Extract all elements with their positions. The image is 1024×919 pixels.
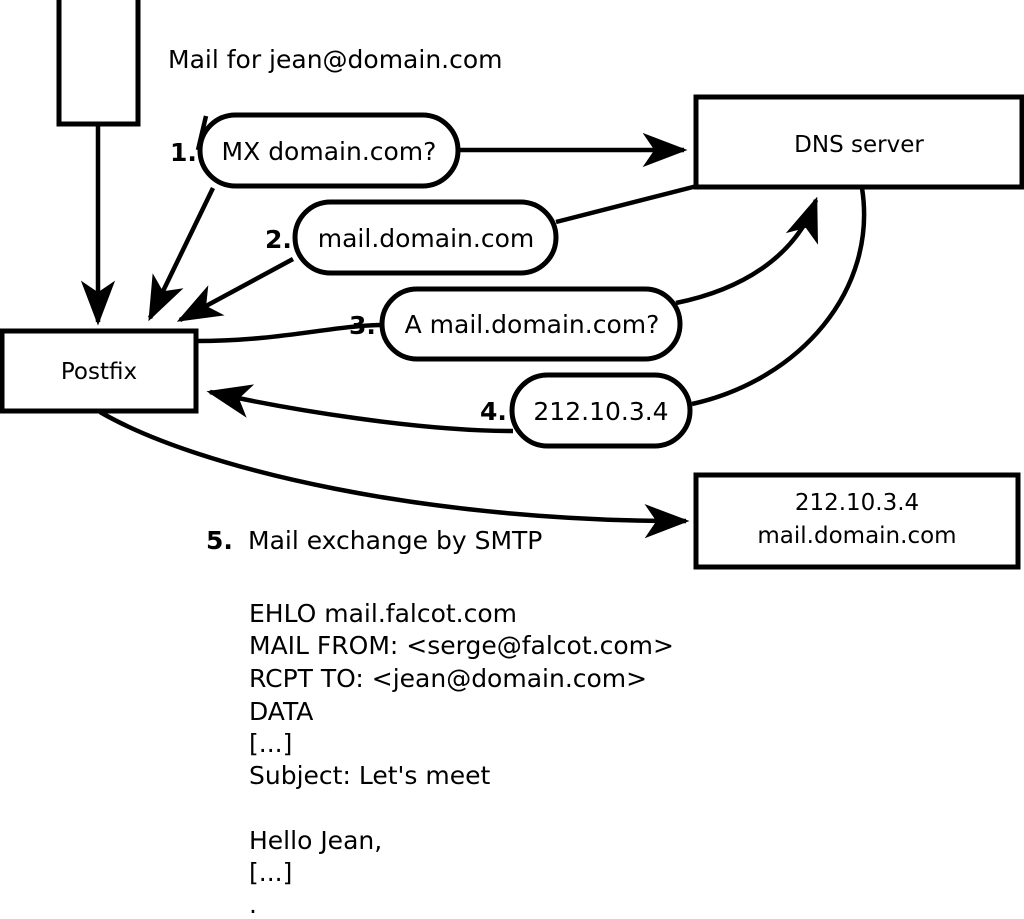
step3-label: A mail.domain.com?	[405, 310, 660, 339]
edge-postfix-to-remote-server	[98, 410, 690, 539]
node-remote-mail-server-host: mail.domain.com	[757, 523, 956, 549]
node-remote-mail-server	[693, 472, 1021, 570]
step1-label: MX domain.com?	[222, 137, 437, 166]
bubble-step3	[379, 286, 683, 362]
edge-postfix-to-step3	[195, 322, 381, 344]
smtp-line-5: Subject: Let's meet	[249, 761, 490, 790]
bubble-step4	[509, 372, 693, 449]
node-dns-server-label: DNS server	[794, 132, 924, 158]
smtp-line-7: Hello Jean,	[249, 826, 382, 855]
smtp-line-9: .	[249, 890, 257, 919]
bubble-step1	[197, 112, 461, 189]
step5-number: 5.	[206, 526, 233, 555]
edge-step3-to-dns	[675, 196, 819, 306]
edge-step4-to-postfix	[206, 384, 514, 434]
smtp-line-4: [...]	[249, 729, 292, 758]
bubble-step2	[292, 199, 559, 276]
smtp-line-2: RCPT TO: <jean@domain.com>	[249, 664, 647, 693]
step5-label: Mail exchange by SMTP	[248, 526, 542, 555]
smtp-line-3: DATA	[249, 697, 313, 726]
step4-number: 4.	[480, 397, 507, 426]
title-label: Mail for jean@domain.com	[168, 45, 503, 74]
step2-label: mail.domain.com	[318, 224, 534, 253]
step1-number: 1.	[170, 138, 197, 167]
edge-step2-to-postfix	[176, 257, 295, 322]
smtp-line-8: [...]	[249, 858, 292, 887]
node-postfix	[0, 328, 199, 414]
smtp-line-1: MAIL FROM: <serge@falcot.com>	[249, 631, 674, 660]
node-dns-server	[693, 94, 1024, 190]
smtp-line-0: EHLO mail.falcot.com	[249, 599, 517, 628]
edge-step1-tail-to-postfix	[147, 187, 216, 322]
edge-dns-to-step4	[691, 187, 867, 407]
node-postfix-label: Postfix	[61, 359, 137, 385]
node-mail-client	[56, 0, 141, 127]
step4-label: 212.10.3.4	[533, 397, 668, 426]
step2-number: 2.	[265, 225, 292, 254]
node-remote-mail-server-ip: 212.10.3.4	[795, 490, 919, 516]
edge-dns-to-step2	[555, 183, 698, 225]
step3-number: 3.	[349, 311, 376, 340]
